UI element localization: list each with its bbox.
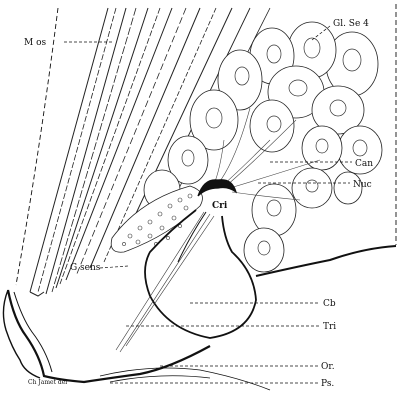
cuticle-wave [3,290,40,378]
label-canal: Can [355,159,373,169]
label-ps: Ps. [321,379,334,389]
label-nucleus: Nuc [353,180,372,190]
label-muscle: M os [24,38,46,48]
label-sensory-ganglion: G sens [70,263,101,273]
label-cb: Cb [323,299,336,309]
leader-sensory-ganglion [100,266,128,268]
cribrum [198,180,236,196]
label-cribrum: Cri [212,201,228,211]
label-tri: Tri [323,322,336,332]
artist-credit: Ch Jamet del [28,379,67,386]
label-gland: Gl. Se 4 [333,19,369,29]
label-or: Or. [321,362,335,372]
